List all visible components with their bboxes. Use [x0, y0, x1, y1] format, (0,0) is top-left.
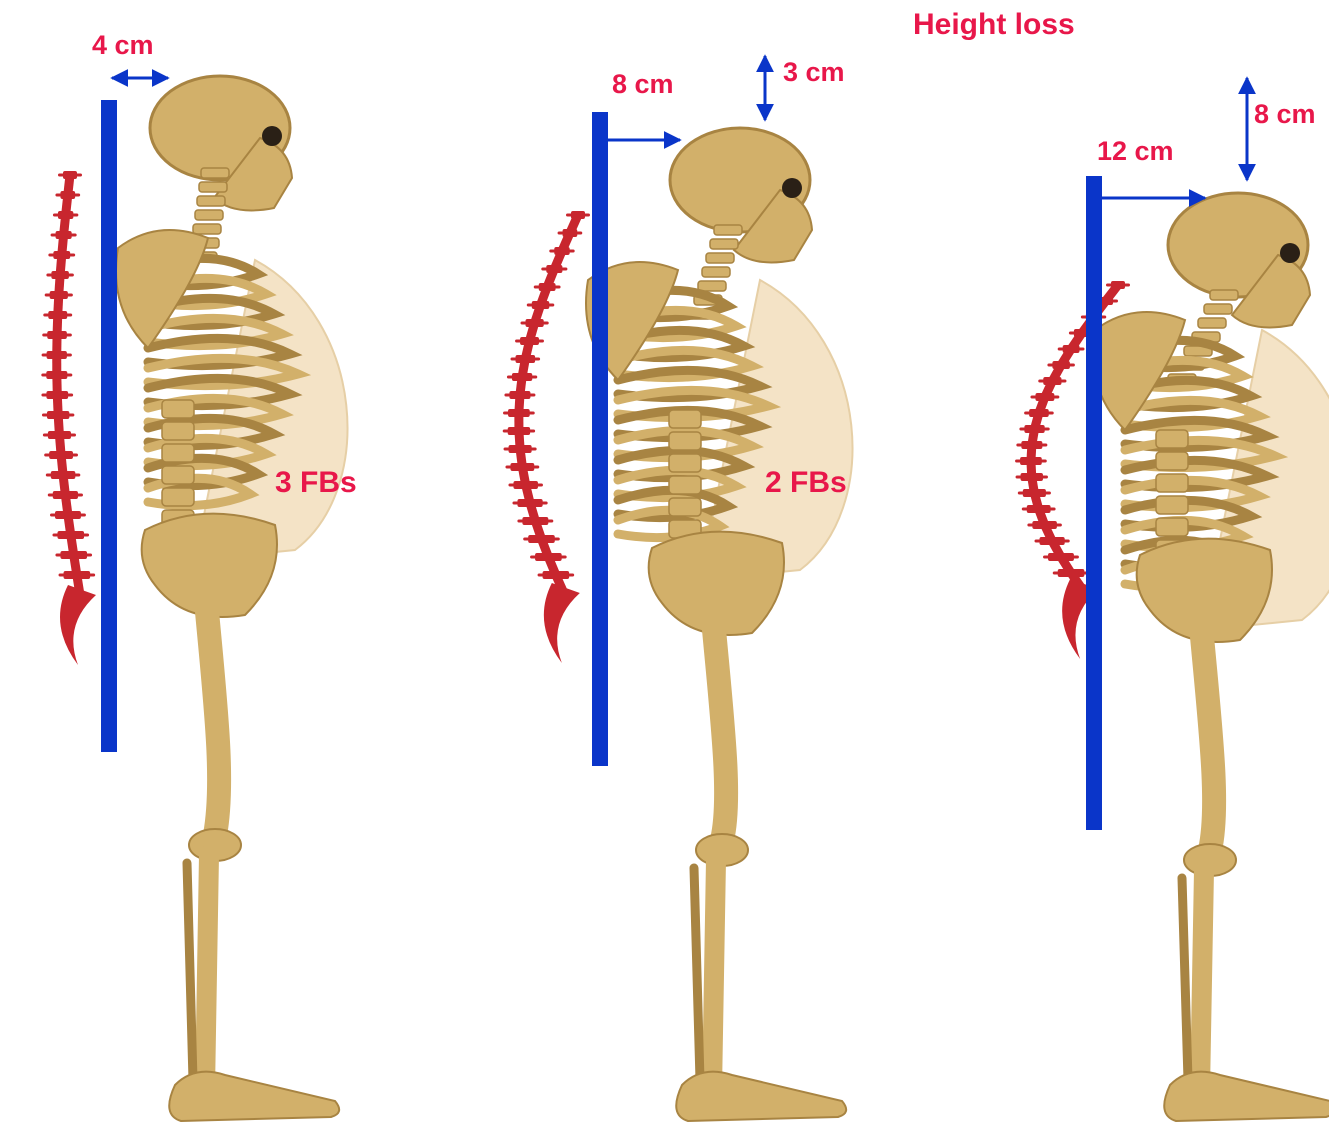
eye-socket — [782, 178, 802, 198]
diagram-title: Height loss — [913, 10, 1075, 40]
fig3-wall-bar — [1086, 176, 1102, 830]
figure-2 — [503, 128, 853, 1121]
femur — [712, 608, 726, 840]
fig2-wall-bar — [592, 112, 608, 766]
femur — [205, 590, 219, 835]
figure-1 — [41, 76, 347, 1121]
fibula — [187, 863, 193, 1080]
tibia — [712, 860, 716, 1090]
tibia — [1200, 870, 1204, 1090]
fig3-height-loss-label: 8 cm — [1254, 101, 1316, 128]
fig1-wall-bar — [101, 100, 117, 752]
fig1-offset-label: 4 cm — [92, 32, 154, 59]
eye-socket — [262, 126, 282, 146]
fig1-fracture-label: 3 FBs — [275, 468, 357, 498]
fig2-fracture-label: 2 FBs — [765, 468, 847, 498]
femur — [1200, 615, 1214, 850]
foot — [169, 1072, 339, 1121]
foot — [676, 1072, 846, 1121]
fig2-skeleton — [586, 128, 852, 1121]
fig1-skeleton — [116, 76, 347, 1121]
fig2-red-spine — [503, 211, 590, 663]
foot — [1164, 1072, 1329, 1121]
fig2-offset-label: 8 cm — [612, 71, 674, 98]
figure-3 — [1015, 193, 1329, 1121]
fig3-offset-label: 12 cm — [1097, 138, 1174, 165]
fibula — [694, 868, 700, 1080]
fibula — [1182, 878, 1188, 1080]
fig3-skeleton — [1093, 193, 1329, 1121]
tibia — [205, 855, 209, 1090]
fig1-red-spine — [41, 171, 96, 665]
fig2-height-loss-label: 3 cm — [783, 59, 845, 86]
eye-socket — [1280, 243, 1300, 263]
